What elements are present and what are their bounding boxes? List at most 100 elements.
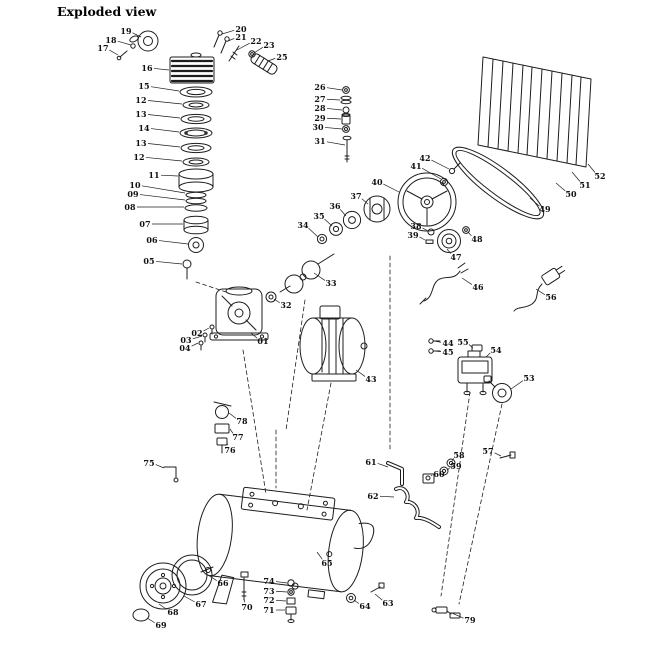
leader-line xyxy=(326,87,343,91)
leader-line xyxy=(146,617,155,624)
cylinder-head-drawing xyxy=(169,52,215,84)
leader-line xyxy=(147,143,181,148)
leader-line xyxy=(446,467,450,471)
part-label-68-70: 68 xyxy=(167,607,179,617)
part-label-56-44: 56 xyxy=(545,292,557,302)
leader-line xyxy=(308,227,319,238)
part-label-51-41: 51 xyxy=(579,180,590,190)
part-label-59-65: 59 xyxy=(450,461,462,471)
air-filter-drawing xyxy=(116,30,159,61)
part-label-60-66: 60 xyxy=(433,469,445,479)
pressure-switch-drawing xyxy=(457,344,493,396)
leader-line xyxy=(132,32,142,38)
shaft-seals-drawing xyxy=(316,195,391,245)
part-label-18-1: 18 xyxy=(105,35,117,45)
part-label-33-46: 33 xyxy=(325,278,337,288)
part-label-13-13: 13 xyxy=(135,138,147,148)
leader-line xyxy=(150,86,180,92)
part-label-74-73: 74 xyxy=(263,576,275,586)
part-label-65-67: 65 xyxy=(321,558,332,568)
part-label-42-36: 42 xyxy=(419,153,430,163)
part-label-50-40: 50 xyxy=(565,189,577,199)
leader-line xyxy=(571,171,581,182)
leader-line xyxy=(267,58,276,62)
part-label-06-20: 06 xyxy=(146,235,158,245)
leader-line xyxy=(236,42,250,51)
leader-line xyxy=(221,29,235,35)
pulley-drawing xyxy=(425,226,470,253)
leader-line xyxy=(275,581,288,584)
part-label-25-7: 25 xyxy=(276,52,287,62)
leader-line xyxy=(374,593,383,601)
leader-line xyxy=(433,340,442,343)
leader-line xyxy=(451,612,464,619)
leader-line xyxy=(326,117,342,120)
belt-drawing xyxy=(451,146,545,220)
part-label-41-35: 41 xyxy=(410,161,421,171)
leader-line xyxy=(229,428,234,434)
leader-line xyxy=(243,597,246,603)
part-label-40-34: 40 xyxy=(371,177,383,187)
leader-line xyxy=(494,452,502,457)
part-label-44-52: 44 xyxy=(442,338,454,348)
leader-line xyxy=(227,38,235,42)
leader-line xyxy=(117,40,132,46)
leader-line xyxy=(529,197,540,207)
flex-hose-drawing xyxy=(394,486,441,529)
leader-line xyxy=(468,344,474,349)
ribbed-handle-shape xyxy=(250,53,278,75)
leader-line xyxy=(377,463,389,468)
part-label-45-53: 45 xyxy=(442,347,453,357)
part-label-39-33: 39 xyxy=(407,230,419,240)
part-label-30-26: 30 xyxy=(312,122,324,132)
part-label-10-16: 10 xyxy=(129,180,141,190)
part-label-27-23: 27 xyxy=(314,94,325,104)
leader-line xyxy=(275,590,288,593)
leader-line xyxy=(430,474,433,477)
part-label-69-71: 69 xyxy=(155,620,167,630)
part-label-49-39: 49 xyxy=(539,204,551,214)
part-label-58-64: 58 xyxy=(453,450,465,460)
part-label-35-29: 35 xyxy=(313,211,324,221)
leader-line xyxy=(253,47,264,54)
part-label-38-32: 38 xyxy=(410,221,422,231)
page-title: Exploded view xyxy=(57,4,158,19)
pressure-gauge-drawing xyxy=(483,375,512,403)
leader-line xyxy=(326,141,346,146)
leader-line xyxy=(379,495,395,498)
part-label-61-61: 61 xyxy=(365,457,376,467)
part-label-76-59: 76 xyxy=(224,445,236,455)
part-label-79-79: 79 xyxy=(464,615,476,625)
leader-line xyxy=(141,185,186,194)
unloader-cable-drawing xyxy=(419,262,469,305)
part-label-09-17: 09 xyxy=(127,189,139,199)
part-label-21-4: 21 xyxy=(235,32,246,42)
leader-line xyxy=(355,369,366,377)
leader-line xyxy=(587,163,596,173)
leader-line xyxy=(150,128,180,133)
part-label-31-27: 31 xyxy=(314,136,325,146)
part-label-43-51: 43 xyxy=(365,374,377,384)
leader-line xyxy=(155,261,183,265)
leader-line xyxy=(273,298,280,304)
check-valve-drawing xyxy=(386,451,516,486)
part-label-63-78: 63 xyxy=(382,598,394,608)
leader-line xyxy=(326,98,341,101)
crankshaft-drawing xyxy=(265,253,335,303)
part-label-78-57: 78 xyxy=(236,416,248,426)
leader-line xyxy=(451,458,454,462)
part-label-55-54: 55 xyxy=(457,337,468,347)
part-label-11-15: 11 xyxy=(148,170,159,180)
leader-line xyxy=(422,227,429,232)
part-label-05-21: 05 xyxy=(143,256,154,266)
part-label-28-24: 28 xyxy=(314,103,326,113)
leader-line xyxy=(313,272,326,281)
leader-line xyxy=(324,218,333,227)
leader-line xyxy=(109,49,119,56)
part-label-37-31: 37 xyxy=(350,191,361,201)
part-label-02-48: 02 xyxy=(191,328,202,338)
part-label-12-14: 12 xyxy=(133,152,144,162)
drain-valve-parts-drawing xyxy=(285,579,297,623)
part-label-54-55: 54 xyxy=(490,345,502,355)
part-label-19-0: 19 xyxy=(120,26,132,36)
